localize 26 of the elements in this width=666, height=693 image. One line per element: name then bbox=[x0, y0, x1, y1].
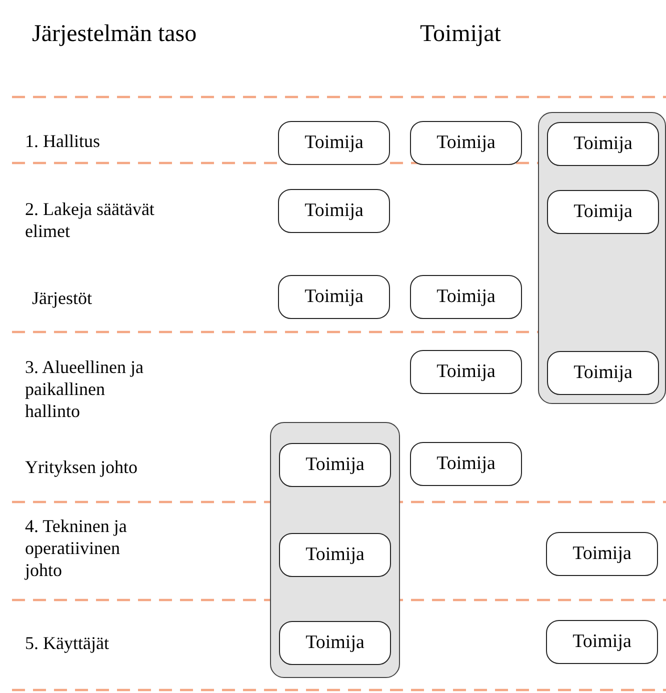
group-band bbox=[270, 422, 400, 678]
actor-box: Toimija bbox=[410, 350, 522, 394]
column-heading: Toimijat bbox=[420, 20, 501, 48]
column-heading: Järjestelmän taso bbox=[32, 20, 197, 48]
actor-box: Toimija bbox=[279, 533, 391, 577]
actor-box: Toimija bbox=[547, 190, 659, 234]
actor-box: Toimija bbox=[546, 620, 658, 664]
actor-box: Toimija bbox=[546, 532, 658, 576]
level-label: Yrityksen johto bbox=[25, 456, 138, 478]
level-label: Järjestöt bbox=[32, 287, 92, 309]
group-band bbox=[538, 112, 666, 404]
actor-box: Toimija bbox=[547, 122, 659, 166]
actor-box: Toimija bbox=[410, 275, 522, 319]
level-label: 1. Hallitus bbox=[25, 130, 100, 152]
actor-box: Toimija bbox=[279, 621, 391, 665]
actor-box: Toimija bbox=[278, 121, 390, 165]
level-label: 5. Käyttäjät bbox=[25, 632, 109, 654]
actor-box: Toimija bbox=[410, 442, 522, 486]
actor-box: Toimija bbox=[410, 121, 522, 165]
level-label: 2. Lakeja säätävät elimet bbox=[25, 198, 156, 242]
actor-box: Toimija bbox=[278, 275, 390, 319]
actor-box: Toimija bbox=[278, 189, 390, 233]
actor-box: Toimija bbox=[279, 443, 391, 487]
level-label: 3. Alueellinen ja paikallinen hallinto bbox=[25, 356, 144, 422]
actor-box: Toimija bbox=[547, 351, 659, 395]
level-label: 4. Tekninen ja operatiivinen johto bbox=[25, 515, 128, 581]
